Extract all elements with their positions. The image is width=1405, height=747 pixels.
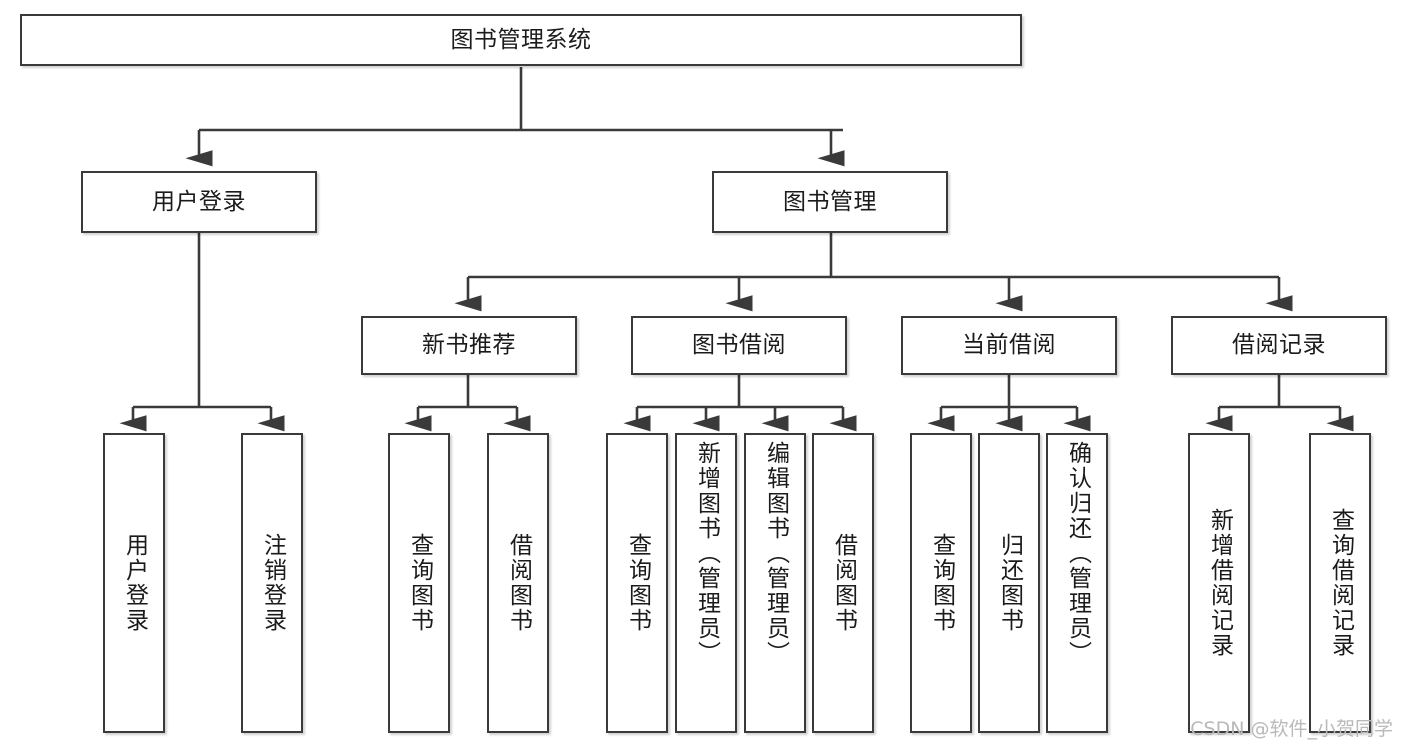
node-current-borrow[interactable]: 当前借阅 [901, 316, 1117, 375]
node-label: 查询图书 [928, 533, 955, 633]
node-label: 归还图书 [996, 533, 1023, 633]
node-leaf-query-book-1[interactable]: 查询图书 [388, 433, 450, 733]
node-label: 用户登录 [152, 188, 246, 215]
node-label: 新增图书（管理员） [693, 441, 720, 666]
node-label: 确认归还（管理员） [1064, 441, 1091, 666]
node-leaf-user-login[interactable]: 用户登录 [103, 433, 165, 733]
node-label: 借阅图书 [505, 533, 532, 633]
node-label: 新增借阅记录 [1206, 508, 1233, 658]
node-leaf-query-book-3[interactable]: 查询图书 [910, 433, 972, 733]
node-new-book-recommend[interactable]: 新书推荐 [361, 316, 577, 375]
node-leaf-add-borrow-record[interactable]: 新增借阅记录 [1188, 433, 1250, 733]
node-label: 注销登录 [259, 533, 286, 633]
node-label: 用户登录 [121, 533, 148, 633]
node-leaf-add-book[interactable]: 新增图书（管理员） [675, 433, 737, 733]
node-label: 新书推荐 [422, 332, 516, 359]
node-book-borrow[interactable]: 图书借阅 [631, 316, 847, 375]
node-label: 查询图书 [624, 533, 651, 633]
node-label: 查询借阅记录 [1327, 508, 1354, 658]
node-label: 编辑图书（管理员） [762, 441, 789, 666]
node-book-management-system[interactable]: 图书管理系统 [20, 14, 1022, 66]
node-label: 借阅图书 [830, 533, 857, 633]
node-label: 图书借阅 [692, 332, 786, 359]
watermark-text: CSDN @软件_小贺同学 [1190, 718, 1393, 740]
node-user-login[interactable]: 用户登录 [81, 171, 317, 233]
node-leaf-query-borrow-record[interactable]: 查询借阅记录 [1309, 433, 1371, 733]
node-label: 借阅记录 [1232, 332, 1326, 359]
node-leaf-confirm-return[interactable]: 确认归还（管理员） [1046, 433, 1108, 733]
node-label: 当前借阅 [962, 332, 1056, 359]
node-borrow-record[interactable]: 借阅记录 [1171, 316, 1387, 375]
node-leaf-return-book[interactable]: 归还图书 [978, 433, 1040, 733]
node-leaf-query-book-2[interactable]: 查询图书 [606, 433, 668, 733]
node-book-management[interactable]: 图书管理 [712, 171, 948, 233]
node-label: 图书管理 [783, 188, 877, 215]
node-leaf-borrow-book-2[interactable]: 借阅图书 [812, 433, 874, 733]
node-leaf-borrow-book-1[interactable]: 借阅图书 [487, 433, 549, 733]
node-leaf-edit-book[interactable]: 编辑图书（管理员） [744, 433, 806, 733]
node-label: 查询图书 [406, 533, 433, 633]
node-label: 图书管理系统 [450, 26, 592, 53]
node-leaf-logout-login[interactable]: 注销登录 [241, 433, 303, 733]
